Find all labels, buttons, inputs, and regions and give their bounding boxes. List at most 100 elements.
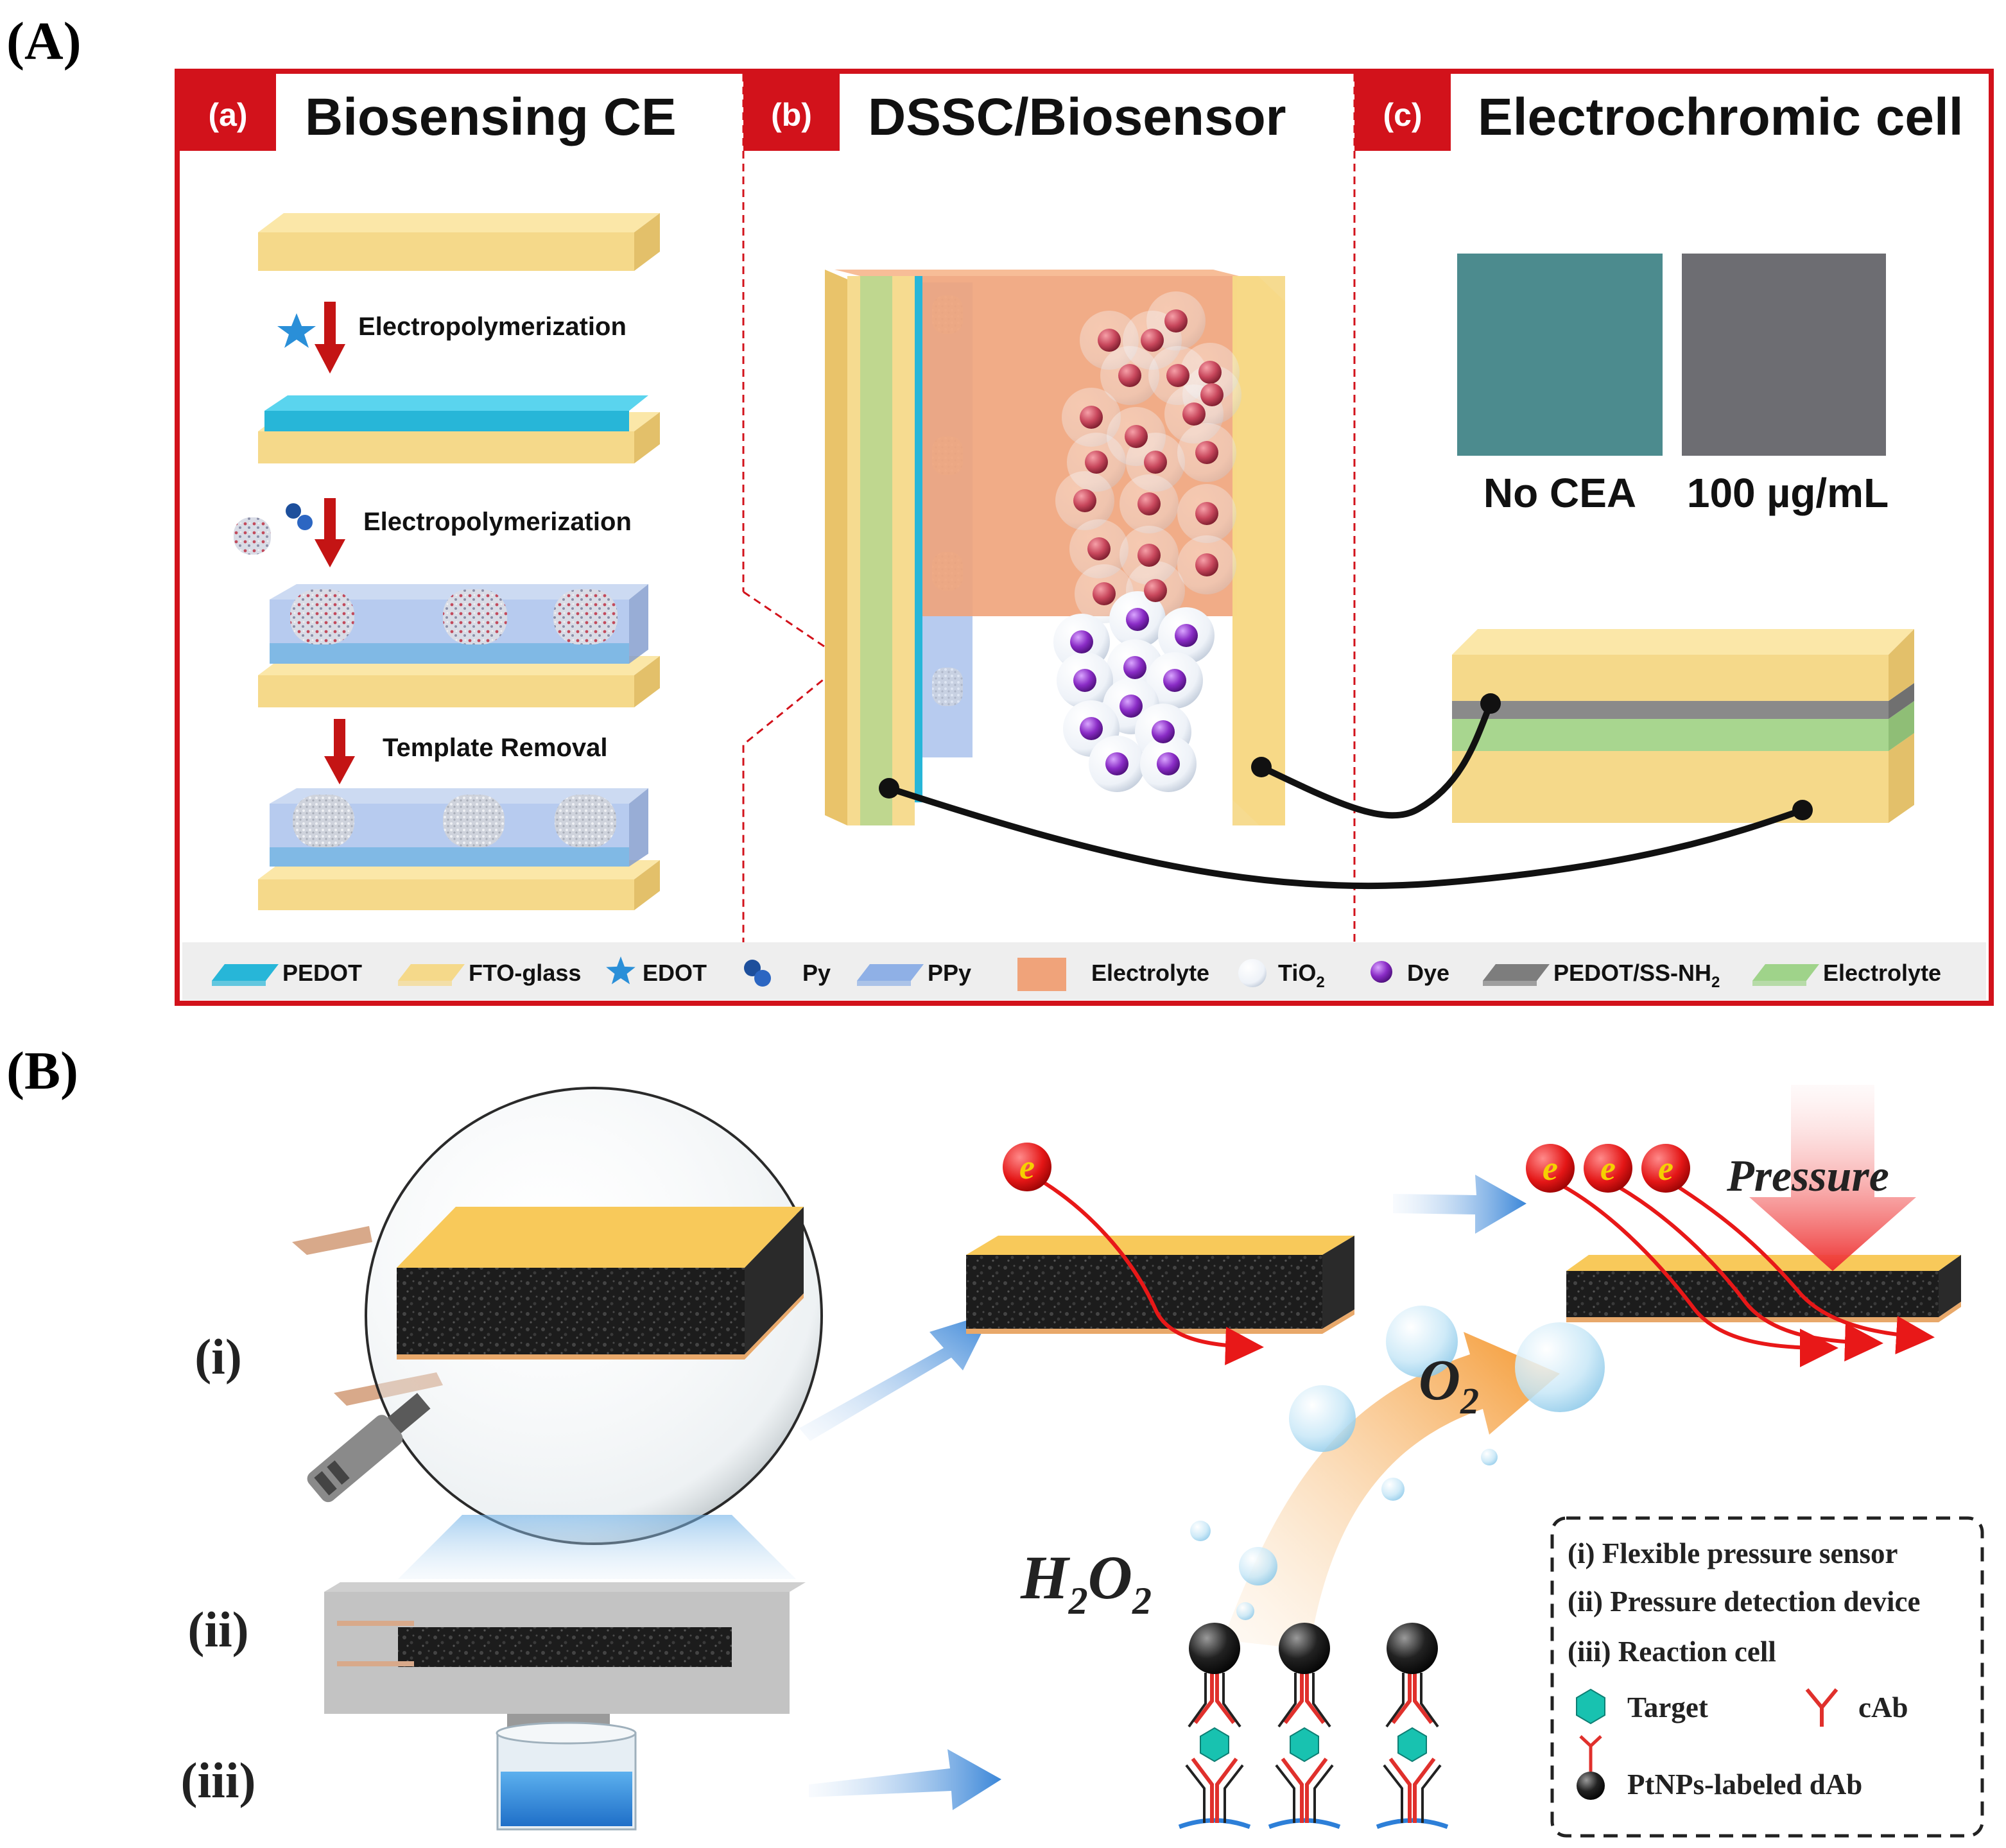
legend-label: PEDOT	[282, 960, 362, 986]
immunocomplex	[1376, 1623, 1449, 1829]
legend-slab-icon	[1483, 964, 1550, 981]
electrochromic-device	[1452, 629, 1914, 823]
swatch-no-cea	[1457, 254, 1663, 456]
wire-lower	[888, 785, 1804, 890]
step-pedot	[258, 395, 660, 463]
dye-particle-red	[1137, 492, 1161, 515]
roman-iii: (iii)	[181, 1752, 256, 1808]
dye-particle	[1157, 752, 1180, 775]
immunocomplex	[1178, 1623, 1251, 1829]
key-box	[1550, 1516, 1984, 1838]
detection-antibody	[1193, 1669, 1214, 1724]
part-a-label: (A)	[6, 12, 82, 71]
legend-fto-glass-1: FTO-glass	[398, 960, 581, 986]
electron-path-3	[1607, 1179, 1883, 1361]
dye-particle-red	[1182, 402, 1206, 426]
pressure-detection-device	[324, 1582, 806, 1733]
key-line-2: (ii) Pressure detection device	[1568, 1585, 1920, 1618]
svg-text:e: e	[1543, 1149, 1558, 1187]
h2o2-label: H2O2	[1020, 1543, 1152, 1622]
pressure-arrow	[1749, 1085, 1916, 1271]
panel-tag-a: (a)	[208, 97, 247, 133]
oxygen-bubble	[1386, 1306, 1458, 1377]
legend-label: Py	[802, 960, 831, 986]
legend-electrolyte-5: Electrolyte	[1017, 958, 1209, 991]
legend-bar	[182, 942, 1986, 1000]
ptnp-sphere	[1387, 1623, 1438, 1674]
legend-py-3: Py	[744, 960, 831, 987]
dssc-particles	[1053, 291, 1241, 792]
dye-particle-red	[1198, 361, 1222, 384]
dye-particle-red	[1141, 329, 1164, 352]
dye-particle-red	[1200, 383, 1223, 406]
legend-pedot-0: PEDOT	[212, 960, 362, 986]
legend-slab-icon	[1752, 964, 1819, 981]
pressure-label: Pressure	[1726, 1152, 1889, 1201]
step-template-removed	[258, 788, 660, 910]
dye-particle-red	[1195, 553, 1218, 576]
legend-electrolyte-9: Electrolyte	[1752, 960, 1941, 986]
legend-dye-7: Dye	[1370, 960, 1449, 986]
capture-antibody	[1191, 1757, 1214, 1823]
svg-text:e: e	[1600, 1149, 1616, 1187]
dye-particle-red	[1118, 364, 1141, 387]
surface-line	[1178, 1818, 1251, 1829]
ptnp-sphere-icon	[1577, 1772, 1605, 1800]
legend-tio-6: TiO2	[1238, 959, 1325, 991]
panel-title-a: Biosensing CE	[305, 88, 677, 146]
dab-icon	[1577, 1735, 1605, 1800]
swatch-label-no-cea: No CEA	[1483, 470, 1636, 516]
roman-ii: (ii)	[187, 1602, 248, 1657]
surface-line	[1376, 1818, 1449, 1829]
key-line-1: (i) Flexible pressure sensor	[1568, 1537, 1898, 1569]
dye-particle	[1175, 624, 1198, 647]
step-fto-bare	[258, 213, 660, 271]
swatch-label-100: 100 µg/mL	[1687, 470, 1889, 516]
legend-pedot-ss-nh-8: PEDOT/SS-NH2	[1483, 960, 1720, 991]
dye-particle-red	[1195, 441, 1218, 464]
dye-particle-red	[1166, 364, 1189, 387]
dye-particle-red	[1164, 309, 1188, 332]
dye-particle	[1126, 608, 1149, 631]
surface-line	[1268, 1818, 1341, 1829]
dye-particle-red	[1087, 537, 1111, 560]
legend-cube-icon	[1017, 958, 1066, 991]
dye-particle	[1152, 720, 1175, 743]
dye-particle-red	[1098, 329, 1121, 352]
legend-label: PEDOT/SS-NH2	[1553, 960, 1720, 991]
py-pellet-icon	[286, 503, 301, 519]
legend: PEDOT FTO-glass EDOT Py PPy Electrolyte TiO2 Dy…	[212, 956, 1941, 991]
electron-path-2	[1552, 1179, 1838, 1367]
key-line-3: (iii) Reaction cell	[1568, 1636, 1776, 1668]
oxygen-bubble	[1236, 1602, 1254, 1620]
electron-1: e	[1003, 1143, 1051, 1191]
panel-header-c: (c) Electrochromic cell	[1354, 74, 1964, 151]
electron-path-4	[1668, 1179, 1935, 1354]
step-arrow-3: Template Removal	[324, 719, 608, 784]
legend-label: TiO2	[1278, 960, 1325, 991]
detection-antibody	[1391, 1669, 1412, 1724]
legend-label: EDOT	[643, 960, 707, 986]
immunocomplexes	[1178, 1623, 1449, 1829]
oxygen-bubble	[1289, 1385, 1356, 1452]
ptnp-sphere	[1279, 1623, 1330, 1674]
legend-slab-icon	[857, 964, 924, 981]
dye-particle-red	[1144, 451, 1167, 474]
legend-label: PPy	[928, 960, 971, 986]
panel-header-a: (a) Biosensing CE	[180, 74, 677, 151]
target-antigen	[1397, 1727, 1427, 1763]
legend-label: Dye	[1407, 960, 1449, 986]
legend-label: Electrolyte	[1823, 960, 1941, 986]
dye-particle	[1120, 695, 1143, 718]
dye-particle-red	[1080, 406, 1103, 429]
light-beam	[398, 1515, 796, 1579]
panel-title-c: Electrochromic cell	[1478, 88, 1964, 146]
dye-particle-red	[1073, 489, 1096, 512]
dye-particle	[1123, 656, 1146, 679]
oxygen-bubble	[1239, 1547, 1277, 1585]
oxygen-bubble	[1381, 1478, 1405, 1501]
step-ppy-imprint	[258, 584, 660, 707]
sensor-slab-unpressed	[966, 1236, 1354, 1334]
ptnp-sphere	[1189, 1623, 1240, 1674]
